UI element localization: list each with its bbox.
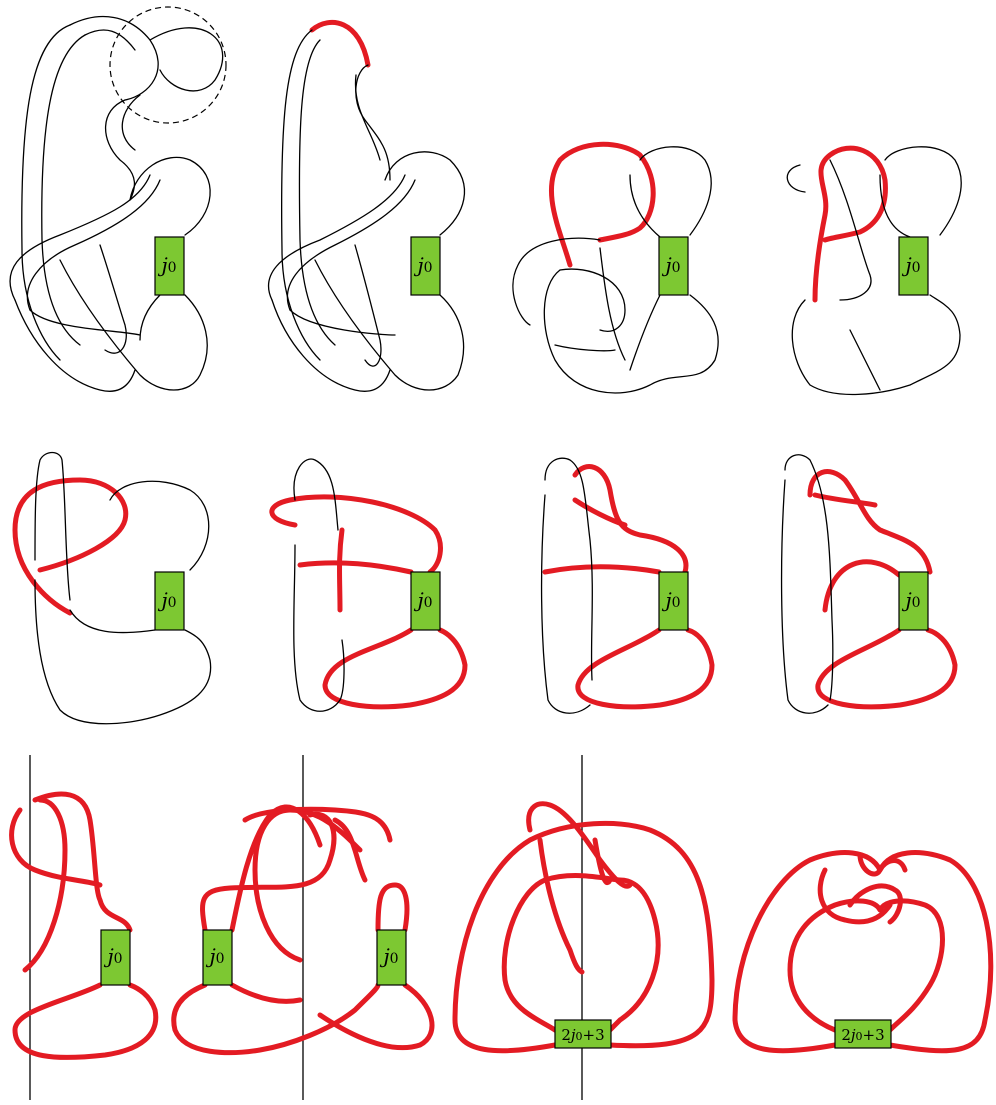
strand [35, 453, 70, 601]
highlight-strand [15, 985, 156, 1057]
panel-r2c2: j0 [272, 459, 465, 711]
strand [282, 30, 320, 360]
panel-r1c3: j0 [513, 144, 718, 393]
highlight-strand [455, 823, 712, 1050]
strand [850, 330, 880, 390]
strand [85, 30, 135, 50]
strand [513, 238, 600, 325]
strand [555, 345, 615, 351]
strand [130, 157, 210, 235]
strand [560, 269, 625, 331]
strand [140, 295, 160, 340]
highlight-strand [272, 497, 441, 572]
box-label-sub: 0 [168, 260, 177, 276]
panel-r3c1: j0 [12, 755, 156, 1100]
highlight-strand [232, 985, 300, 1001]
highlight-strand [540, 840, 582, 972]
strand [385, 152, 464, 235]
highlight-strand [378, 885, 407, 930]
highlight-strand [320, 985, 432, 1048]
strand [299, 40, 335, 345]
highlight-strand [12, 810, 100, 885]
strand [355, 245, 381, 366]
strand [630, 295, 660, 370]
strand [100, 245, 126, 353]
panel-r3c3: 2j0+3 [455, 755, 712, 1100]
strand [269, 175, 405, 300]
highlight-strand [15, 480, 126, 613]
strand [355, 75, 380, 160]
panel-r2c4: j0 [782, 455, 955, 713]
strand [70, 17, 158, 100]
highlight-strand [300, 563, 411, 572]
strand [122, 95, 140, 150]
panel-r2c1: j0 [15, 453, 211, 724]
strand [42, 35, 85, 345]
svg-text:2j0+3: 2j0+3 [561, 1026, 604, 1044]
panel-r2c3: j0 [542, 458, 712, 713]
strand [356, 65, 390, 180]
highlight-strand [818, 630, 955, 707]
highlight-strand [325, 630, 465, 707]
strand [272, 300, 390, 391]
highlight-strand [810, 472, 930, 572]
strand [290, 310, 395, 335]
highlight-strand [504, 876, 658, 1030]
strand [294, 545, 344, 711]
dashed-circle [110, 7, 226, 123]
panel-r3c2: j0 j0 [174, 755, 432, 1100]
highlight-strand [232, 807, 320, 930]
highlight-strand [312, 22, 368, 65]
highlight-strand [174, 985, 378, 1053]
highlight-strand [825, 562, 899, 610]
strand [30, 310, 140, 335]
strand [542, 495, 590, 713]
strand [600, 248, 625, 360]
strand [787, 165, 805, 192]
panel-r1c1: j0 [10, 7, 226, 391]
strand [630, 175, 660, 237]
strand [70, 610, 155, 633]
strand [22, 25, 70, 360]
highlight-strand [815, 148, 885, 300]
panel-r1c2: j0 [269, 22, 465, 391]
strand [60, 260, 207, 390]
highlight-strand [578, 630, 712, 707]
highlight-strand [35, 794, 130, 930]
panel-r1c4: j0 [787, 147, 961, 395]
strand [27, 180, 160, 310]
panel-r3c4: 2j0+3 [735, 853, 991, 1051]
highlight-strand [25, 800, 65, 970]
strand [885, 147, 961, 235]
strand [792, 295, 960, 394]
highlight-strand [340, 530, 343, 610]
strand [150, 28, 223, 91]
strand [544, 270, 718, 393]
highlight-strand [551, 144, 653, 265]
svg-text:2j0+3: 2j0+3 [841, 1026, 884, 1044]
highlight-strand [545, 567, 659, 572]
strand [106, 100, 135, 200]
